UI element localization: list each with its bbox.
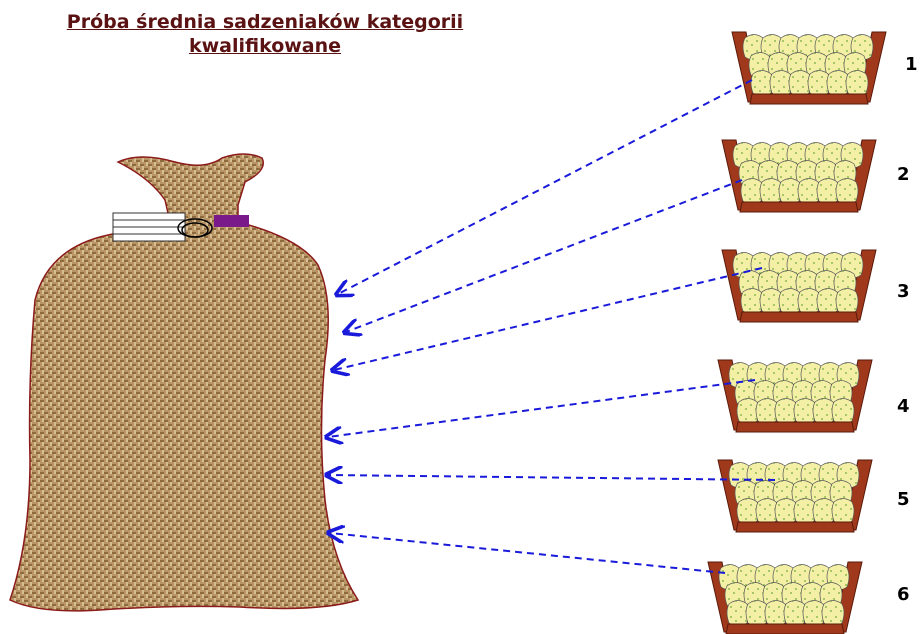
arrow-basket-1-to-sack (338, 79, 753, 294)
basket-number-2: 2 (897, 164, 910, 185)
title-line-2: kwalifikowane (188, 35, 342, 57)
potato (845, 70, 869, 97)
potato-basket-3 (721, 249, 877, 323)
basket-number-4: 4 (897, 396, 910, 417)
sack-body (9, 153, 360, 612)
arrows-group (328, 79, 776, 574)
basket-number-3: 3 (897, 281, 910, 302)
basket-6-rim (725, 623, 845, 634)
diagram-title: Próba średnia sadzeniaków kategorii kwal… (0, 10, 530, 58)
arrow-basket-2-to-sack (346, 179, 743, 332)
potato (831, 398, 855, 425)
basket-number-1: 1 (905, 54, 918, 75)
potato-basket-1 (731, 31, 887, 105)
arrow-basket-6-to-sack (330, 533, 726, 574)
potato-basket-6 (707, 561, 863, 634)
potato (821, 600, 845, 627)
sack-tag (112, 212, 249, 242)
potato (835, 178, 859, 205)
basket-4-rim (735, 421, 855, 433)
basket-1-rim (749, 93, 869, 105)
basket-number-6: 6 (897, 584, 910, 605)
potato-basket-2 (721, 139, 877, 213)
potato (831, 498, 855, 525)
basket-5-rim (735, 521, 855, 533)
baskets-group: 1 2 3 4 5 6 (707, 31, 918, 634)
arrow-basket-5-to-sack (328, 475, 776, 480)
potato-basket-4 (717, 359, 873, 433)
potato-basket-5 (717, 459, 873, 533)
title-line-1: Próba średnia sadzeniaków kategorii (66, 11, 464, 33)
basket-2-rim (739, 201, 859, 213)
potato (835, 288, 859, 315)
basket-3-rim (739, 311, 859, 323)
arrow-basket-4-to-sack (328, 379, 756, 437)
basket-number-5: 5 (897, 489, 910, 510)
burlap-sack (9, 153, 360, 612)
arrow-basket-3-to-sack (334, 267, 763, 370)
